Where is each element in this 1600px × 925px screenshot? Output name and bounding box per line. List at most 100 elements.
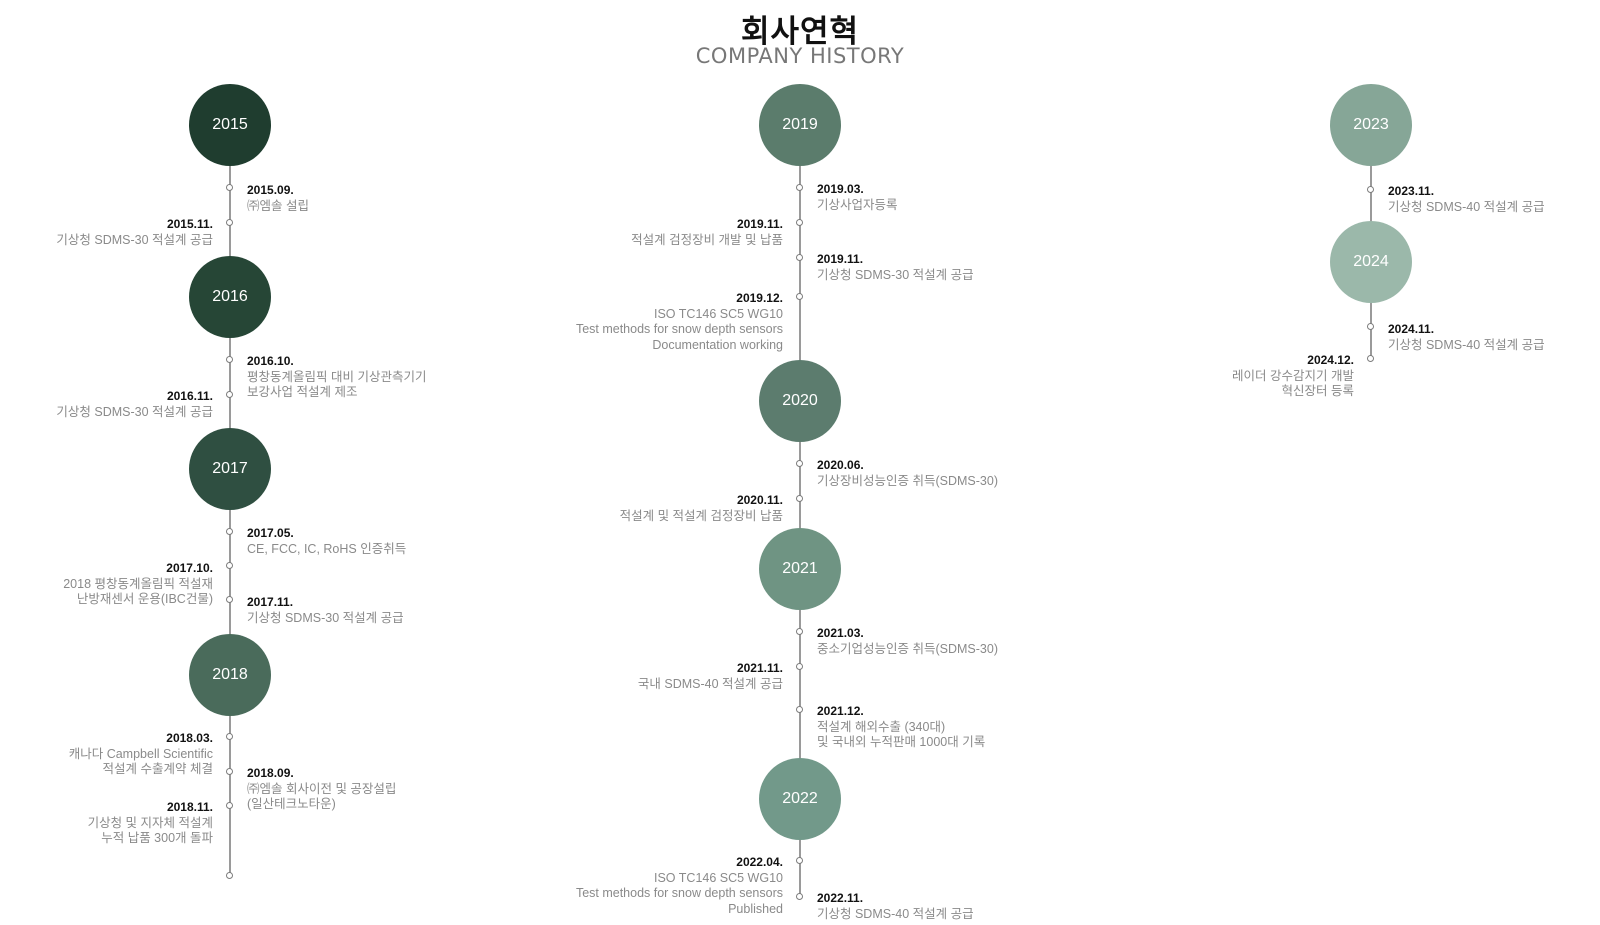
event-description: 기상청 SDMS-40 적설계 공급 [1388,199,1545,214]
event-description: 2018 평창동계올림픽 적설재 [63,576,213,591]
timeline-dot [226,528,233,535]
timeline-dot [1367,323,1374,330]
event-description: 난방재센서 운용(IBC건물) [76,592,213,606]
timeline-dot [796,495,803,502]
event-date: 2024.11. [1388,322,1435,336]
year-circle: 2022 [759,758,841,840]
event-description: Published [728,901,783,916]
event-description: 보강사업 적설계 제조 [247,385,358,399]
timeline-dot [796,460,803,467]
event-description: 캐나다 Campbell Scientific [68,746,213,761]
event-date: 2022.11. [817,891,864,905]
event-date: 2019.12. [736,291,783,305]
event-date: 2021.12. [817,704,864,718]
event-description: Test methods for snow depth sensors [575,322,783,336]
event-date: 2017.10. [166,561,213,575]
year-circle: 2017 [189,428,271,510]
event-date: 2023.11. [1388,184,1435,198]
timeline-dot [796,706,803,713]
history-event: 2017.05.CE, FCC, IC, RoHS 인증취득 [247,526,406,557]
history-event: 2021.03.중소기업성능인증 취득(SDMS-30) [817,626,998,657]
history-event: 2017.11.기상청 SDMS-30 적설계 공급 [247,595,404,626]
timeline-dot [796,293,803,300]
history-event: 2023.11.기상청 SDMS-40 적설계 공급 [1388,184,1545,215]
event-description: 기상청 SDMS-30 적설계 공급 [56,232,213,247]
event-description: 혁신장터 등록 [1281,384,1354,398]
year-circle: 2020 [759,360,841,442]
timeline-dot [1367,186,1374,193]
history-event: 2021.12.적설계 해외수출 (340대)및 국내외 누적판매 1000대 … [817,704,985,751]
event-date: 2016.11. [166,389,213,403]
event-date: 2020.06. [817,458,864,472]
event-date: 2021.03. [817,626,864,640]
page-subtitle: COMPANY HISTORY [695,44,905,68]
history-event: 2019.11.적설계 검정장비 개발 및 납품 [631,217,783,248]
event-date: 2021.11. [736,661,783,675]
event-description: ISO TC146 SC5 WG10 [654,306,783,321]
timeline-dot [796,857,803,864]
event-description: 적설계 해외수출 (340대) [817,719,946,734]
timeline-dot [1367,355,1374,362]
event-description: 기상청 SDMS-40 적설계 공급 [1388,337,1545,352]
event-date: 2015.09. [247,183,294,197]
history-event: 2024.11.기상청 SDMS-40 적설계 공급 [1388,322,1545,353]
event-description: CE, FCC, IC, RoHS 인증취득 [247,541,407,556]
event-description: 레이더 강수감지기 개발 [1232,368,1354,383]
year-circle: 2024 [1330,221,1412,303]
event-description: 기상사업자등록 [817,197,898,212]
event-description: 기상청 SDMS-30 적설계 공급 [56,404,213,419]
history-event: 2022.11.기상청 SDMS-40 적설계 공급 [817,891,974,922]
history-event: 2018.09.㈜엠솔 회사이전 및 공장설립(일산테크노타운) [247,766,396,813]
year-circle: 2019 [759,84,841,166]
event-date: 2017.11. [247,595,294,609]
event-description: 누적 납품 300개 돌파 [101,831,213,845]
history-event: 2015.11.기상청 SDMS-30 적설계 공급 [56,217,213,248]
year-circle: 2015 [189,84,271,166]
event-date: 2024.12. [1307,353,1354,367]
history-event: 2020.06.기상장비성능인증 취득(SDMS-30) [817,458,998,489]
event-date: 2018.11. [166,800,213,814]
timeline-dot [796,893,803,900]
timeline-dot [226,184,233,191]
timeline-dot [226,733,233,740]
event-date: 2018.09. [247,766,294,780]
event-date: 2016.10. [247,354,294,368]
event-description: 평창동계올림픽 대비 기상관측기기 [247,369,427,384]
event-description: 및 국내외 누적판매 1000대 기록 [817,735,986,749]
timeline-line [799,125,801,899]
event-description: ㈜엠솔 회사이전 및 공장설립 [247,781,397,796]
event-date: 2019.03. [817,182,864,196]
timeline-dot [226,356,233,363]
history-event: 2019.11.기상청 SDMS-30 적설계 공급 [817,252,974,283]
history-event: 2016.11.기상청 SDMS-30 적설계 공급 [56,389,213,420]
event-description: 적설계 및 적설계 검정장비 납품 [619,508,783,523]
event-description: 적설계 수출계약 체결 [102,762,213,776]
event-description: 기상청 및 지자체 적설계 [87,815,213,830]
timeline-dot [796,184,803,191]
timeline-dot [796,219,803,226]
history-event: 2021.11.국내 SDMS-40 적설계 공급 [638,661,783,692]
page-title: 회사연혁 [740,14,860,50]
event-description: ㈜엠솔 설립 [247,198,309,213]
event-date: 2019.11. [736,217,783,231]
event-description: Documentation working [652,337,783,352]
event-description: 국내 SDMS-40 적설계 공급 [637,676,783,691]
event-date: 2020.11. [736,493,783,507]
timeline-dot [226,596,233,603]
year-circle: 2016 [189,256,271,338]
history-event: 2019.03.기상사업자등록 [817,182,898,213]
year-circle: 2021 [759,528,841,610]
event-date: 2018.03. [166,731,213,745]
timeline-dot [226,768,233,775]
history-event: 2015.09.㈜엠솔 설립 [247,183,309,214]
event-date: 2017.05. [247,526,294,540]
year-circle: 2018 [189,634,271,716]
event-description: ISO TC146 SC5 WG10 [654,870,783,885]
event-description: 중소기업성능인증 취득(SDMS-30) [817,641,998,656]
